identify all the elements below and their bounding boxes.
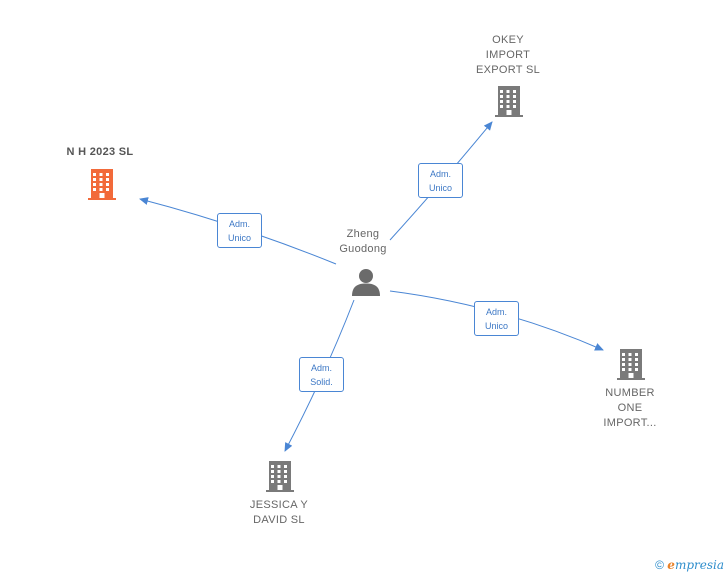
building-icon[interactable] [494, 84, 524, 123]
company-label-jessica[interactable]: JESSICA Y DAVID SL [234, 498, 324, 528]
building-icon[interactable] [616, 347, 646, 386]
relation-label-number-one[interactable]: Adm. Unico [474, 301, 519, 336]
relation-role: Adm. [485, 307, 507, 317]
company-label-nh2023[interactable]: N H 2023 SL [50, 145, 150, 160]
copyright-icon: © [655, 558, 664, 572]
company-label-okey[interactable]: OKEY IMPORT EXPORT SL [462, 33, 554, 78]
company-label-number-one[interactable]: NUMBER ONE IMPORT... [589, 386, 671, 431]
relation-role: Solid. [310, 377, 333, 387]
company-name-line: IMPORT [485, 49, 531, 61]
company-name-line: IMPORT... [603, 417, 657, 429]
company-name-line: N H 2023 SL [66, 146, 134, 158]
person-name-line-1: Zheng [346, 228, 380, 240]
relation-label-jessica[interactable]: Adm. Solid. [299, 357, 344, 392]
company-name-line: OKEY [492, 34, 524, 46]
relation-role: Unico [227, 233, 251, 243]
person-name-line-2: Guodong [339, 243, 387, 255]
person-icon[interactable] [350, 267, 382, 302]
empresia-logo-text: mpresia [674, 558, 724, 572]
company-name-line: NUMBER [605, 387, 655, 399]
relation-role: Adm. [228, 219, 250, 229]
building-icon[interactable] [265, 459, 295, 498]
person-name-label[interactable]: Zheng Guodong [323, 227, 403, 257]
relation-role: Adm. [310, 363, 332, 373]
relation-role: Unico [428, 183, 452, 193]
empresia-footer[interactable]: © empresia [655, 558, 724, 572]
building-icon[interactable] [87, 167, 117, 206]
company-name-line: JESSICA Y [249, 499, 309, 511]
relation-label-nh2023[interactable]: Adm. Unico [217, 213, 262, 248]
relation-role: Adm. [429, 169, 451, 179]
relation-role: Unico [484, 321, 508, 331]
company-name-line: EXPORT SL [475, 64, 541, 76]
company-name-line: DAVID SL [253, 514, 305, 526]
company-name-line: ONE [617, 402, 643, 414]
relation-label-okey[interactable]: Adm. Unico [418, 163, 463, 198]
empresia-logo-initial: e [667, 558, 675, 572]
